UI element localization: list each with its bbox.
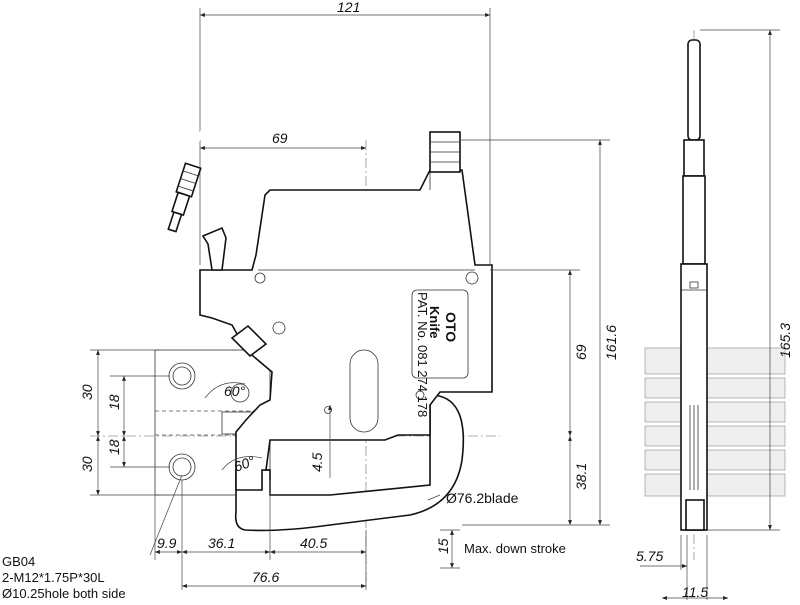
spec-line-2: 2-M12*1.75P*30L — [2, 570, 105, 585]
side-view — [680, 39, 708, 531]
blade — [234, 394, 465, 532]
dim-angle-upper: 60° — [224, 383, 246, 399]
dim-height-side: 165.3 — [777, 323, 793, 358]
dim-left-30-top: 30 — [79, 384, 95, 400]
dim-left-18-bottom: 18 — [106, 439, 122, 455]
dim-side-5-75: 5.75 — [636, 548, 663, 564]
dim-left-18-top: 18 — [106, 394, 122, 410]
dim-small-gap: 4.5 — [309, 452, 325, 472]
dim-top-width: 121 — [337, 0, 360, 15]
bottom-dimension-lines — [154, 480, 728, 600]
dim-inner-height: 69 — [573, 344, 589, 360]
air-hose — [167, 55, 461, 233]
dim-mid-width: 69 — [272, 130, 288, 146]
right-dimension-lines — [328, 29, 780, 531]
dim-bottom-40-5: 40.5 — [300, 535, 327, 551]
dim-side-11-5: 11.5 — [682, 584, 708, 600]
spec-line-1: GB04 — [2, 554, 35, 569]
nameplate-patent: PAT. No. 081 274 178 — [415, 292, 430, 417]
dim-bottom-9-9: 9.9 — [157, 535, 177, 551]
dim-stroke-15: 15 — [435, 538, 451, 554]
side-background-strips — [644, 347, 786, 497]
dim-bottom-36-1: 36.1 — [208, 535, 235, 551]
dim-height-left: 161.6 — [603, 325, 619, 360]
nameplate: OTO Knife PAT. No. 081 274 178 — [411, 289, 469, 417]
dim-left-30-bottom: 30 — [79, 456, 95, 472]
main-body — [199, 169, 493, 491]
spec-line-3: Ø10.25hole both side — [2, 586, 126, 601]
nameplate-brand: OTO — [443, 312, 459, 342]
nameplate-product: Knife — [427, 306, 442, 339]
dim-bottom-76-6: 76.6 — [252, 569, 279, 585]
dim-angle-lower: 60° — [232, 452, 258, 474]
dim-blade: Ø76.2blade — [446, 490, 519, 506]
left-dimension-lines — [90, 349, 441, 556]
dim-lower-height: 38.1 — [573, 463, 589, 490]
stroke-note: Max. down stroke — [464, 541, 566, 556]
